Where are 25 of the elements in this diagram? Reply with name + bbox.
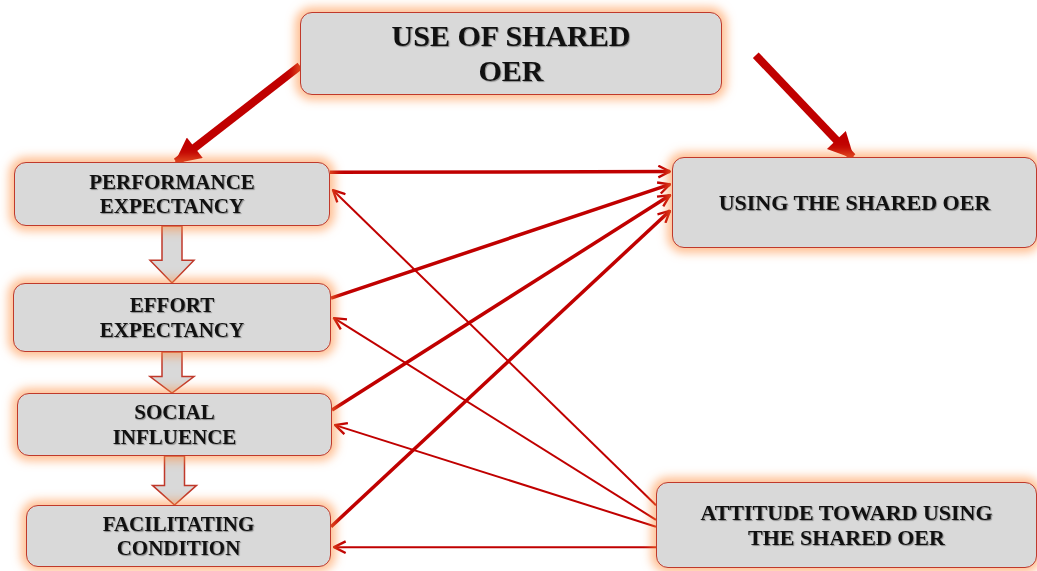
concept-box [656, 482, 1037, 568]
concept-box [300, 12, 722, 95]
concept-label: ATTITUDE TOWARD USING THE SHARED OER [699, 499, 994, 551]
concept-label: USE OF SHARED OER [390, 19, 632, 88]
arrow [331, 189, 657, 507]
block-arrow [147, 351, 197, 394]
concept-label: USING THE SHARED OER [718, 189, 991, 216]
arrow [332, 317, 657, 521]
block-arrow [150, 455, 199, 506]
concept-box [26, 505, 331, 567]
concept-label: FACILITATING CONDITION [101, 511, 256, 561]
block-arrow [148, 225, 196, 285]
arrow [330, 181, 672, 300]
arrow [330, 164, 672, 179]
arrow [329, 209, 672, 528]
concept-box [14, 162, 330, 226]
concept-box [13, 283, 331, 352]
concept-box [672, 157, 1037, 248]
arrow [333, 421, 657, 528]
concept-label: PERFORMANCE EXPECTANCY [88, 169, 256, 219]
concept-label: SOCIAL INFLUENCE [111, 400, 238, 449]
arrow [331, 193, 672, 412]
concept-box [17, 393, 332, 456]
concept-label: EFFORT EXPECTANCY [98, 293, 246, 342]
arrow [332, 540, 657, 555]
